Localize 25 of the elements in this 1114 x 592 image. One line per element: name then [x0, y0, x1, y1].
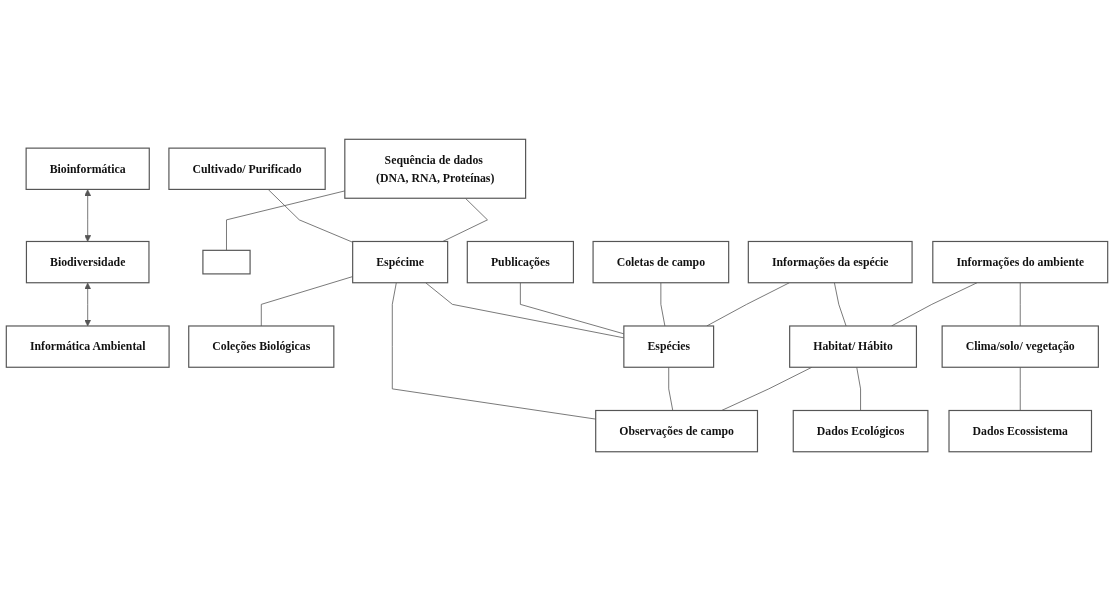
- node-box: Bioinformática: [25, 148, 150, 191]
- node-box: [202, 250, 251, 275]
- node-box: Dados Ecológicos: [792, 410, 929, 453]
- connector: [668, 367, 674, 412]
- connector: [660, 282, 666, 327]
- connector: [834, 282, 847, 327]
- node-box: Espécies: [623, 325, 715, 369]
- node-box: Informática Ambiental: [5, 325, 170, 369]
- node-box: Espécime: [352, 241, 449, 284]
- node-box: Dados Ecossistema: [948, 410, 1093, 453]
- node-box: Biodiversidade: [25, 241, 150, 284]
- node-box: Observações de campo: [595, 410, 759, 453]
- node-box: Sequência de dados (DNA, RNA, Proteínas): [344, 139, 527, 200]
- node-box: Coleções Biológicas: [188, 325, 335, 369]
- connector: [1019, 367, 1021, 412]
- node-box: Habitat/ Hábito: [789, 325, 917, 369]
- node-box: Informações da espécie: [747, 241, 913, 284]
- connector: [1019, 282, 1021, 327]
- node-box: Publicações: [466, 241, 574, 284]
- node-box: Clima/solo/ vegetação: [941, 325, 1099, 369]
- connector: [267, 189, 354, 244]
- connector: [856, 367, 861, 412]
- node-box: Informações do ambiente: [932, 241, 1109, 284]
- node-box: Cultivado/ Purificado: [168, 148, 326, 191]
- node-box: Coletas de campo: [592, 241, 730, 284]
